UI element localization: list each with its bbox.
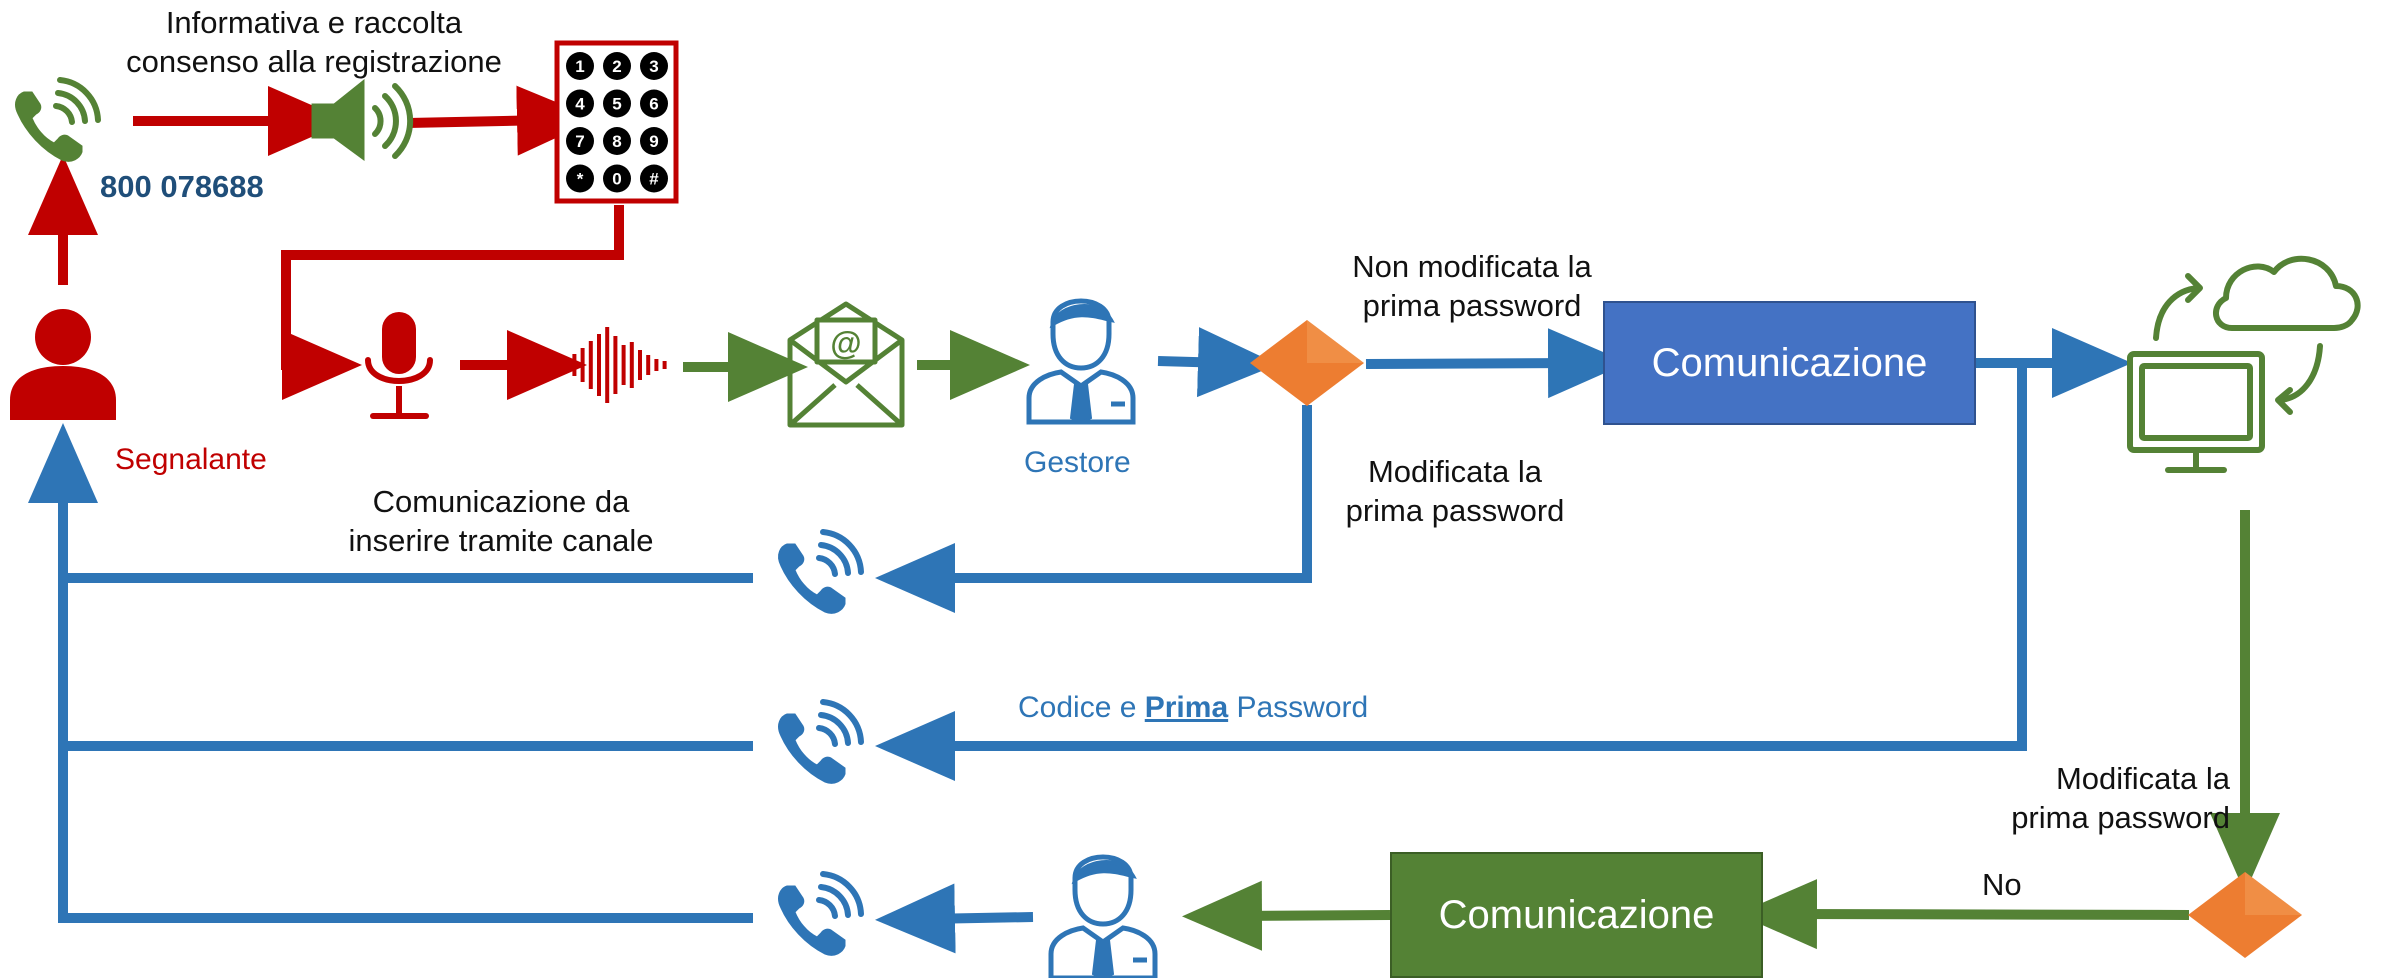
- sound-wave-bar: [556, 361, 560, 369]
- arrow-gestore-to-decision: [1157, 327, 1278, 398]
- phone-icon-row3: [779, 874, 861, 955]
- keypad-key-circle: [603, 127, 631, 155]
- keypad-key-label: 6: [649, 95, 658, 114]
- svg-text:@: @: [830, 325, 861, 361]
- email-envelope-icon: @: [787, 301, 905, 428]
- info-consent-label: Informativa e raccolta consenso alla reg…: [104, 4, 524, 82]
- codice-prima: Prima: [1144, 691, 1229, 724]
- info-consent-line2: consenso alla registrazione: [126, 43, 502, 79]
- keypad-key-circle: [566, 52, 594, 80]
- modificata-right-line1: Modificata la: [2055, 761, 2230, 796]
- keypad-key-circle: [640, 89, 668, 118]
- arrow-operator-to-phone-row3: [875, 883, 1034, 954]
- comunicazione-canale-label: Comunicazione da inserire tramite canale: [325, 483, 677, 561]
- codice-suffix: Password: [1228, 691, 1369, 724]
- keypad-key-label: *: [577, 170, 584, 189]
- non-modificata-line1: Non modificata la: [1352, 249, 1592, 284]
- keypad-key-label: 2: [612, 57, 621, 76]
- keypad-key-circle: [566, 127, 594, 155]
- segnalante-label: Segnalante: [115, 443, 267, 476]
- comunicazione-canale-line1: Comunicazione da: [372, 484, 630, 519]
- keypad-key-label: 1: [575, 57, 584, 76]
- arrow-decision-to-phone-row1: [875, 405, 1312, 613]
- sound-wave-bar: [654, 359, 659, 371]
- user-icon: [10, 309, 116, 420]
- decision-diamond-icon: [1250, 320, 1364, 406]
- phone-icon-row1: [779, 532, 861, 613]
- keypad-key-circle: [603, 164, 631, 193]
- arrow-comunicazione-to-phone-row2: [875, 363, 2027, 781]
- sound-wave-bar: [572, 354, 577, 376]
- non-modificata-line2: prima password: [1362, 287, 1582, 323]
- arrow-decision-to-comunicazione-green: [1737, 879, 2190, 950]
- speaker-icon: [311, 78, 414, 161]
- keypad-key-label: 0: [612, 170, 621, 189]
- codice-prefix: Codice e: [1018, 691, 1145, 724]
- microphone-icon: [365, 312, 433, 419]
- sound-wave-icon: [556, 327, 667, 403]
- keypad-key-circle: [640, 164, 668, 193]
- modificata-right-line2: prima password: [2011, 799, 2230, 835]
- phone-icon-row2: [779, 702, 861, 783]
- operator-icon: [1029, 301, 1133, 422]
- modificata-right-label: Modificata la prima password: [1960, 760, 2230, 838]
- comunicazione-canale-line2: inserire tramite canale: [348, 522, 654, 558]
- comunicazione-box-blue: Comunicazione: [1603, 301, 1976, 425]
- sound-wave-bar: [638, 350, 642, 380]
- codice-password-label: Codice e Prima Password: [1018, 689, 1368, 727]
- sound-wave-bar: [646, 355, 651, 375]
- keypad-key-label: #: [649, 170, 659, 189]
- sound-wave-bar: [662, 361, 667, 369]
- comunicazione-box-green: Comunicazione: [1390, 852, 1763, 978]
- keypad-key-label: 7: [575, 132, 584, 151]
- no-label: No: [1982, 867, 2022, 902]
- cloud-computer-sync-icon: [2127, 255, 2361, 473]
- arrow-keypad-to-microphone: [281, 205, 624, 400]
- keypad-key-label: 9: [649, 132, 658, 151]
- keypad-key-label: 5: [612, 95, 621, 114]
- sound-wave-bar: [597, 334, 601, 396]
- operator-icon-bottom: [1051, 857, 1155, 978]
- keypad-key-circle: [603, 89, 631, 118]
- sound-wave-bar: [564, 358, 569, 372]
- keypad-icon: 1 2 3 4 5 6 7 8 9 * 0 #: [554, 40, 679, 204]
- gestore-label: Gestore: [1024, 446, 1131, 479]
- arrow-speaker-to-keypad: [407, 85, 597, 156]
- keypad-key-circle: [603, 52, 631, 80]
- sound-wave-bar: [621, 345, 626, 385]
- phone-ringing-icon: [16, 80, 98, 161]
- phone-number: 800 078688: [100, 169, 264, 204]
- keypad-key-circle: [566, 164, 594, 193]
- keypad-key-label: 8: [612, 132, 621, 151]
- modificata-top-line1: Modificata la: [1367, 454, 1543, 489]
- arrow-comunicazione-to-operator: [1182, 880, 1391, 951]
- sound-wave-bar: [629, 342, 634, 388]
- info-consent-line1: Informativa e raccolta: [165, 5, 463, 40]
- sound-wave-bar: [588, 341, 593, 389]
- sound-wave-bar: [605, 327, 610, 403]
- modificata-top-label: Modificata la prima password: [1325, 453, 1585, 531]
- keypad-key-label: 3: [649, 57, 658, 76]
- keypad-key-circle: [640, 127, 668, 155]
- decision-diamond-icon-bottom: [2188, 872, 2302, 958]
- keypad-key-circle: [566, 89, 594, 118]
- keypad-key-label: 4: [575, 95, 585, 114]
- non-modificata-label: Non modificata la prima password: [1322, 248, 1622, 326]
- arrow-decision-to-comunicazione: [1365, 328, 1628, 399]
- sound-wave-bar: [580, 348, 585, 382]
- modificata-top-line2: prima password: [1345, 492, 1565, 528]
- sound-wave-bar: [613, 336, 618, 394]
- keypad-key-circle: [640, 52, 668, 80]
